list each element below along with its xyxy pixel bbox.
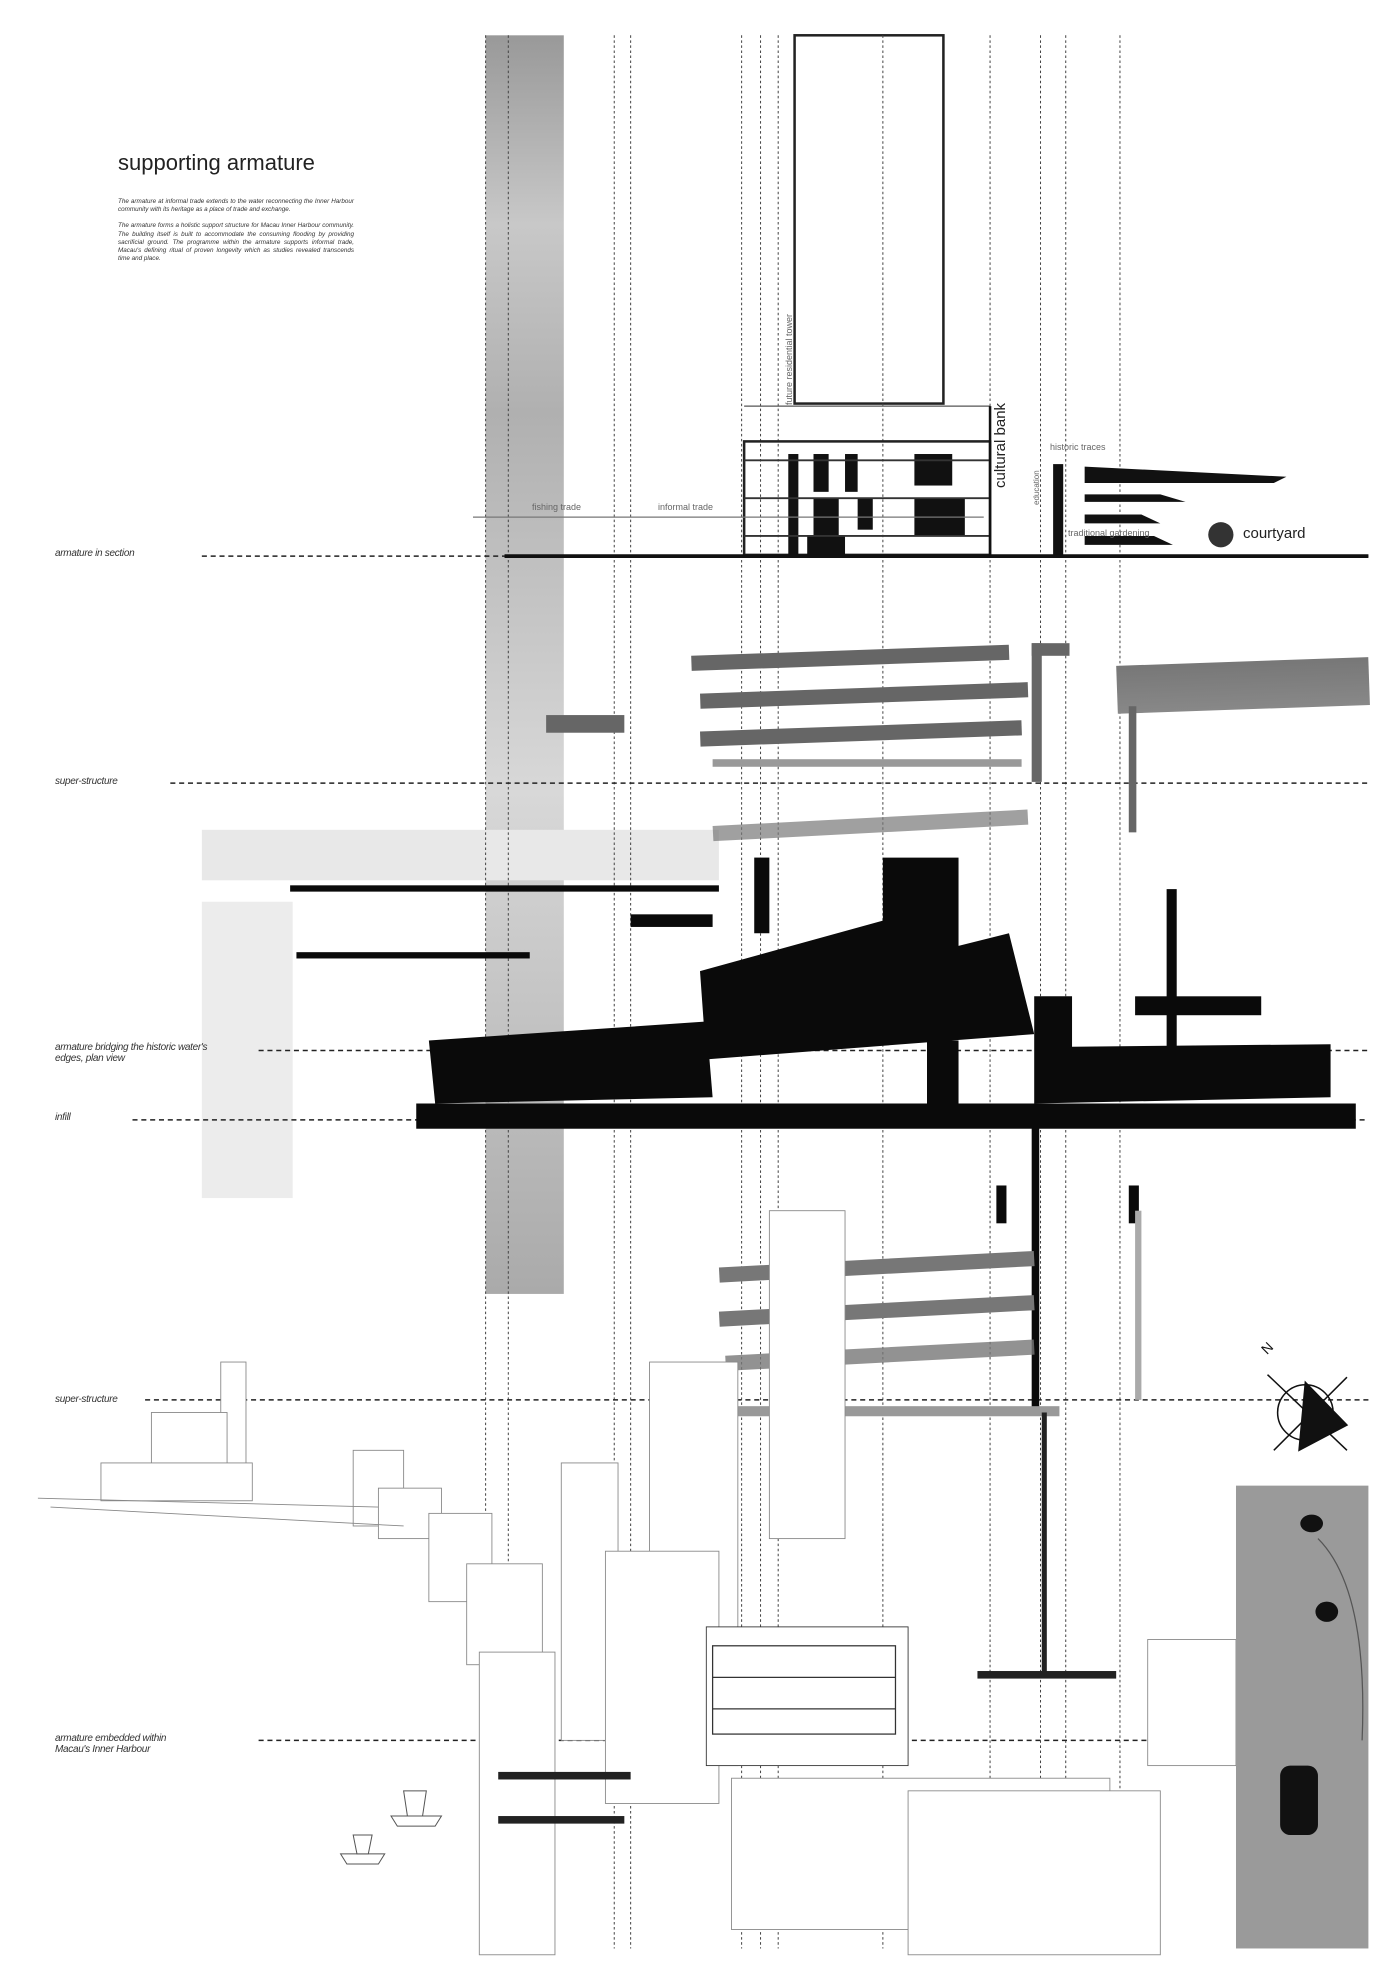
page-title: supporting armature bbox=[118, 150, 315, 175]
label-armature-in-section: armature in section bbox=[55, 548, 135, 559]
city-perspective bbox=[37, 1210, 1237, 1956]
inset-photo bbox=[1235, 1485, 1369, 1949]
description-paragraph: The armature at informal trade extends t… bbox=[118, 198, 354, 214]
description-text: The armature at informal trade extends t… bbox=[118, 198, 354, 271]
label-cultural-bank: cultural bank bbox=[992, 402, 1009, 488]
label-armature-bridging: armature bridging the historic water's e… bbox=[55, 1042, 208, 1064]
plan-view-armature bbox=[290, 857, 1356, 1413]
label-fishing-trade: fishing trade bbox=[532, 502, 582, 512]
north-arrow-icon bbox=[1266, 1374, 1349, 1452]
super-structure-upper bbox=[546, 643, 1370, 833]
section-building bbox=[472, 405, 1369, 559]
label-courtyard: courtyard bbox=[1243, 525, 1306, 542]
label-super-structure-upper: super-structure bbox=[55, 776, 118, 787]
label-historic-traces: historic traces bbox=[1050, 442, 1106, 452]
tower-outline bbox=[793, 34, 945, 405]
armature-perspective bbox=[498, 1412, 1117, 1824]
label-armature-embedded: armature embedded within Macau's Inner H… bbox=[55, 1733, 167, 1755]
label-super-structure-lower: super-structure bbox=[55, 1394, 118, 1405]
junk-boats bbox=[339, 1790, 443, 1865]
label-traditional-gardening: traditional gardening bbox=[1068, 528, 1150, 538]
pale-panel bbox=[201, 829, 719, 881]
label-education: education bbox=[1032, 470, 1041, 505]
label-infill: infill bbox=[55, 1112, 71, 1123]
label-future-residential-tower: future residential tower bbox=[784, 313, 794, 405]
label-informal-trade: informal trade bbox=[658, 502, 714, 512]
description-paragraph: The armature forms a holistic support st… bbox=[118, 222, 354, 263]
